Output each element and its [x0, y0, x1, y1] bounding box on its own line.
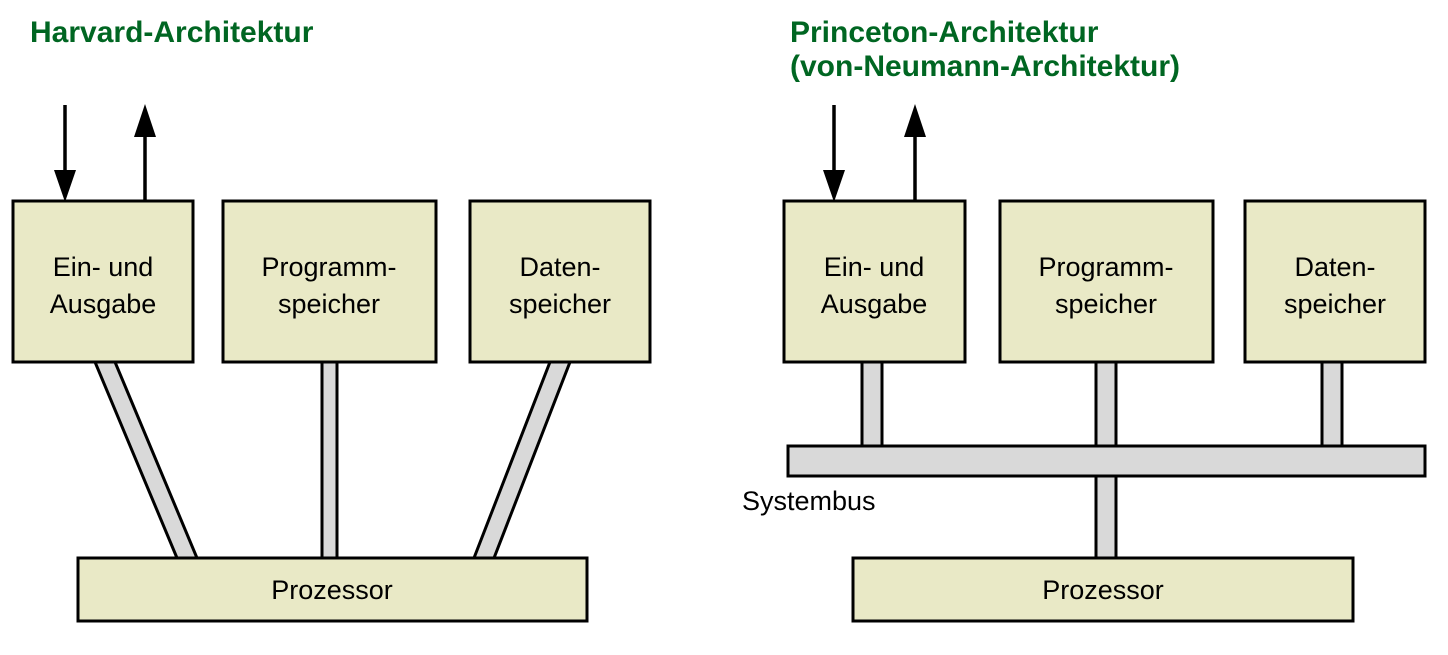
box-label-line-1: Ein- und [824, 252, 925, 282]
systembus-bar [786, 444, 1427, 478]
box-label-line-2: speicher [278, 289, 380, 319]
box-datenspeicher-harvard[interactable]: Daten- speicher [468, 199, 652, 364]
box-label-line-2: Ausgabe [50, 289, 157, 319]
box-label-line-1: Programm- [261, 252, 396, 282]
box-label-line-2: Ausgabe [821, 289, 928, 319]
box-background [11, 199, 195, 364]
box-label-line-1: Programm- [1038, 252, 1173, 282]
box-label-line-2: speicher [1284, 289, 1386, 319]
box-background [76, 556, 589, 623]
box-programmspeicher-princeton[interactable]: Programm- speicher [998, 199, 1215, 364]
box-label-line-1: Daten- [1294, 252, 1375, 282]
panel-princeton: Princeton-Architektur (von-Neumann-Archi… [742, 16, 1427, 623]
box-datenspeicher-princeton[interactable]: Daten- speicher [1243, 199, 1427, 364]
panel-title-princeton-line-2: (von-Neumann-Architektur) [790, 50, 1180, 83]
box-prozessor-harvard[interactable]: Prozessor [76, 556, 589, 623]
box-label-line-1: Prozessor [271, 575, 393, 605]
box-label-line-1: Prozessor [1042, 575, 1164, 605]
arrow-head [823, 170, 845, 202]
panel-harvard: Harvard-Architektur Ein- und Ausgabe [11, 16, 652, 623]
box-label-line-2: speicher [1055, 289, 1157, 319]
arrow-head [54, 170, 76, 202]
arrow-head [134, 104, 156, 137]
box-label-line-2: speicher [509, 289, 611, 319]
box-programmspeicher-harvard[interactable]: Programm- speicher [221, 199, 438, 364]
connector-programm-to-systembus [1094, 360, 1118, 450]
box-background [782, 199, 967, 364]
box-ein-und-ausgabe-harvard[interactable]: Ein- und Ausgabe [11, 199, 195, 364]
connector-daten-to-systembus [1320, 360, 1344, 450]
connector-io-to-systembus [860, 360, 884, 450]
box-background [468, 199, 652, 364]
connector-programm-to-prozessor-harvard [320, 360, 339, 560]
connector-systembus-to-prozessor [1094, 472, 1118, 560]
box-label-line-1: Ein- und [53, 252, 154, 282]
arrow-head [904, 104, 926, 137]
panel-title-princeton-line-1: Princeton-Architektur [790, 16, 1099, 49]
box-prozessor-princeton[interactable]: Prozessor [851, 556, 1355, 623]
box-label-line-1: Daten- [519, 252, 600, 282]
box-background [998, 199, 1215, 364]
connector-daten-to-prozessor-harvard [471, 360, 573, 560]
arrow-input-down-harvard [54, 105, 76, 202]
connector-io-to-prozessor-harvard [92, 360, 200, 560]
box-background [851, 556, 1355, 623]
box-background [1243, 199, 1427, 364]
box-background [221, 199, 438, 364]
systembus-label: Systembus [742, 486, 876, 516]
arrow-output-up-harvard [134, 104, 156, 201]
panel-title-harvard: Harvard-Architektur [30, 16, 314, 49]
box-ein-und-ausgabe-princeton[interactable]: Ein- und Ausgabe [782, 199, 967, 364]
systembus[interactable] [786, 444, 1427, 478]
arrow-input-down-princeton [823, 105, 845, 202]
arrow-output-up-princeton [904, 104, 926, 201]
